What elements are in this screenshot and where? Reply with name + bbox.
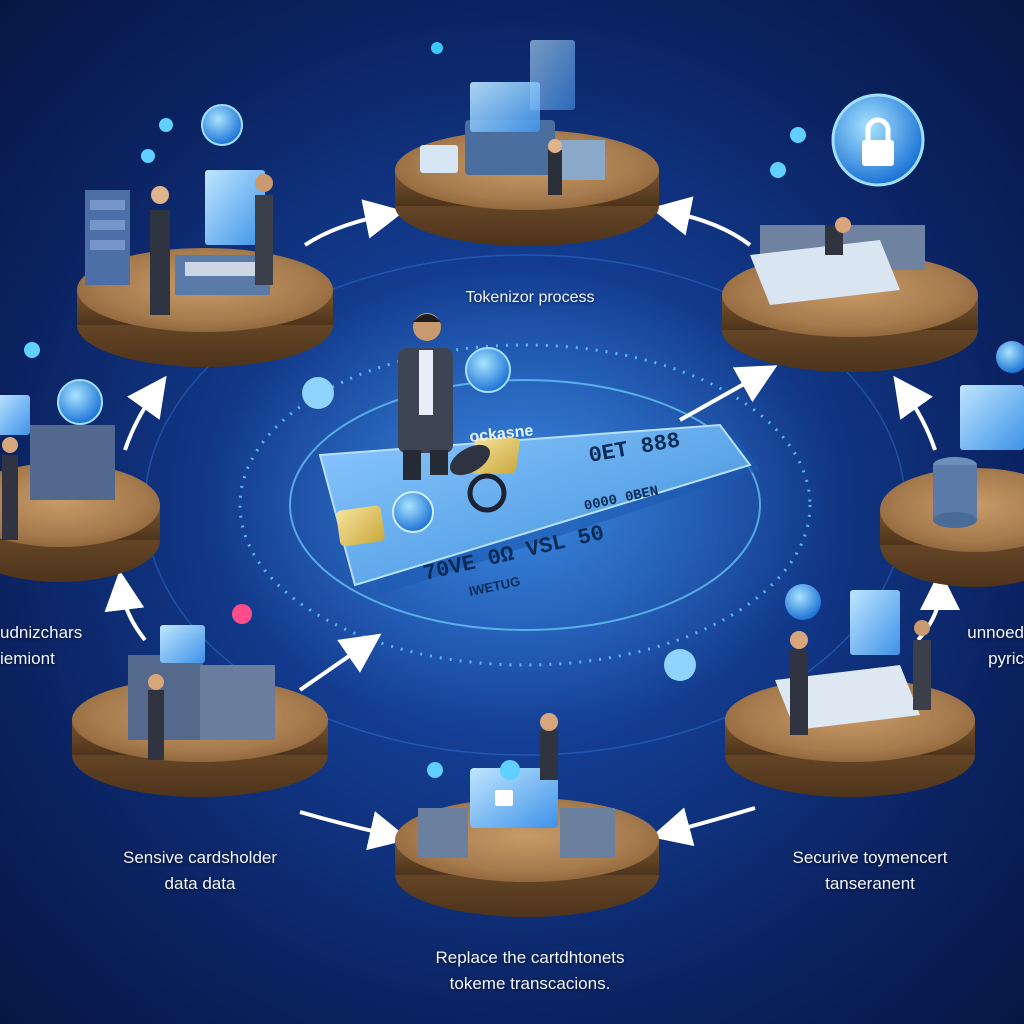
arrow-right-up xyxy=(893,375,937,451)
arrow-top-left xyxy=(303,199,405,247)
small-dot-icon-6 xyxy=(500,760,520,780)
platform-bottom-left xyxy=(72,604,328,797)
plus-icon xyxy=(664,649,696,681)
triangle-alert-icon xyxy=(57,379,103,425)
platform-right-middle xyxy=(880,385,1024,587)
arrow-left-down xyxy=(104,570,147,642)
label-bottom-center: Replace the cartdhtonets tokeme transcac… xyxy=(370,945,690,997)
label-bottom-left: Sensive cardsholder data data xyxy=(60,845,340,897)
edge-icon xyxy=(996,341,1024,373)
small-dot-icon-5 xyxy=(24,342,40,358)
label-bottom-right-line-1: Securive toymencert xyxy=(792,848,948,867)
label-left-upper-line-1: udnizchars xyxy=(0,623,83,642)
chat-bubble-icon xyxy=(785,584,821,620)
arrow-center-right xyxy=(679,365,778,422)
label-bottom-right: Securive toymencert tanseranent xyxy=(740,845,1000,897)
label-bottom-right-line-2: tanseranent xyxy=(825,874,915,893)
small-dot-icon-4 xyxy=(790,127,806,143)
label-bottom-center-line-1: Replace the cartdhtonets xyxy=(435,948,625,967)
credit-card: ockasne 0ET 888 70VE 0Ω VSL 50 0000 0BEN… xyxy=(318,422,760,599)
inner-ring xyxy=(289,379,761,631)
platform-bottom-right xyxy=(725,584,975,797)
small-dot-icon-3 xyxy=(770,162,786,178)
label-bottom-left-line-1: Sensive cardsholder xyxy=(122,848,278,867)
card-chip-left xyxy=(336,505,385,547)
flow-arrows xyxy=(104,196,960,851)
arrow-center-left xyxy=(298,633,382,692)
label-right-upper: unnoed pyric xyxy=(930,620,1024,672)
pink-alert-icon xyxy=(232,604,252,624)
label-bottom-center-line-2: tokeme transcacions. xyxy=(449,974,611,993)
arrow-left-up xyxy=(123,375,167,451)
platform-left-middle xyxy=(0,379,160,582)
card-brand: ockasne xyxy=(469,422,535,446)
label-right-upper-line-1: unnoed xyxy=(967,623,1024,642)
small-dot-icon-7 xyxy=(427,762,443,778)
small-dot-icon-2 xyxy=(141,149,155,163)
label-bottom-left-line-2: data data xyxy=(164,874,236,893)
label-left-upper-line-2: iemiont xyxy=(0,649,55,668)
label-left-upper: udnizchars iemiont xyxy=(0,620,135,672)
lock-bubble-icon xyxy=(465,347,511,393)
label-right-upper-line-2: pyric xyxy=(988,649,1024,668)
platform-top-left xyxy=(77,170,333,367)
arrow-bottom-left xyxy=(299,810,410,851)
platform-bottom-center xyxy=(395,713,659,917)
label-center: Tokenizor process xyxy=(465,289,595,306)
arrow-top-right xyxy=(650,196,752,247)
outer-dotted-ring xyxy=(238,343,812,667)
card-hologram-icon xyxy=(392,491,434,533)
arrow-bottom-right xyxy=(650,806,756,847)
small-dot-icon xyxy=(159,118,173,132)
dollar-icon xyxy=(201,104,243,146)
central-figure xyxy=(398,313,507,513)
platform-top-center xyxy=(395,40,659,246)
platform-top-right xyxy=(722,93,978,372)
floating-icons xyxy=(24,104,1024,780)
magnifier-icon xyxy=(467,473,507,513)
hand-icon xyxy=(302,377,334,409)
